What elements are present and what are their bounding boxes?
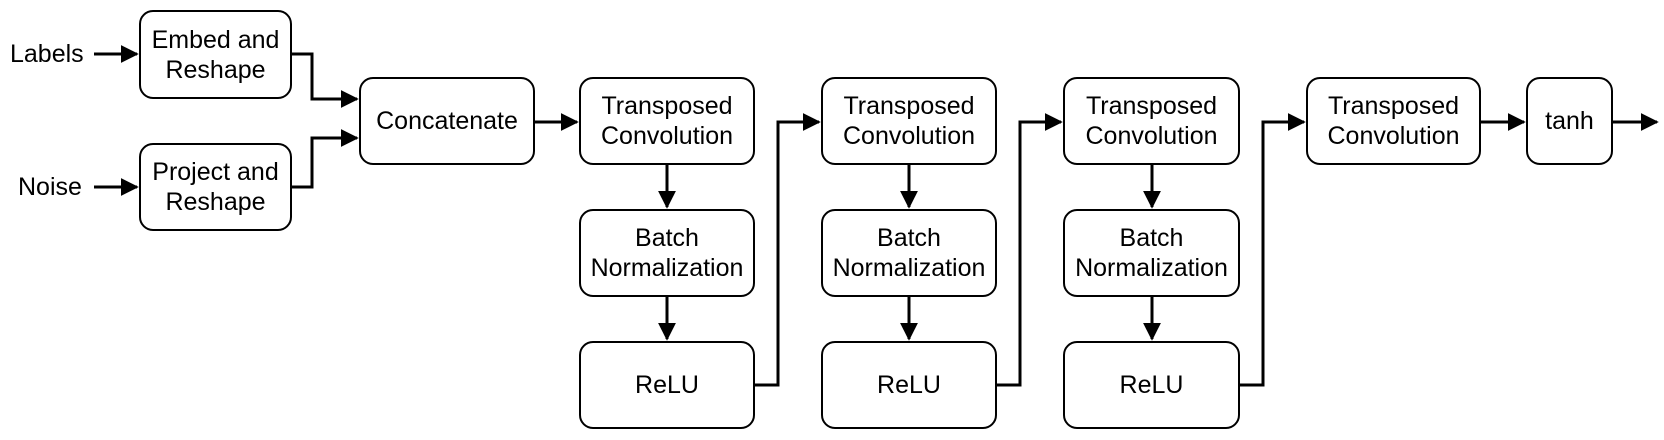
node-line: Batch [1119,224,1184,252]
node-line: ReLU [1119,371,1184,399]
node-line: Transposed [843,92,975,120]
concatenate-node: Concatenate [359,77,535,165]
node-line: Reshape [165,55,266,84]
node-line: Project and [152,158,279,186]
noise-input-label: Noise [18,173,82,201]
node-line: tanh [1545,107,1594,135]
node-line: Convolution [1327,122,1460,150]
node-line: Normalization [590,254,744,282]
relu-node-1: ReLU [579,341,755,429]
node-line: Embed and [151,25,280,54]
node-line: Batch [877,224,941,252]
node-line: Transposed [1327,92,1460,120]
node-line: Batch [635,224,699,252]
node-line: ReLU [635,371,699,399]
edge-relu3-tconv4 [1240,113,1306,387]
edge-embed-concat [292,52,359,108]
relu-node-3: ReLU [1063,341,1240,429]
node-line: Normalization [832,254,986,282]
edge-project-concat [292,129,359,189]
edge-relu2-tconv3 [997,113,1063,387]
node-line: Concatenate [376,107,518,135]
node-line: ReLU [877,371,941,399]
node-line: Transposed [601,92,733,120]
node-line: Reshape [165,188,266,216]
labels-input-label: Labels [10,40,84,68]
node-line: Normalization [1075,254,1228,282]
node-line: Transposed [1085,92,1218,120]
node-line: Convolution [600,122,734,150]
relu-node-2: ReLU [821,341,997,429]
tanh-node: tanh [1526,77,1613,165]
node-line: Convolution [1085,122,1218,150]
node-line: Convolution [842,122,976,150]
edge-relu1-tconv2 [755,113,821,387]
